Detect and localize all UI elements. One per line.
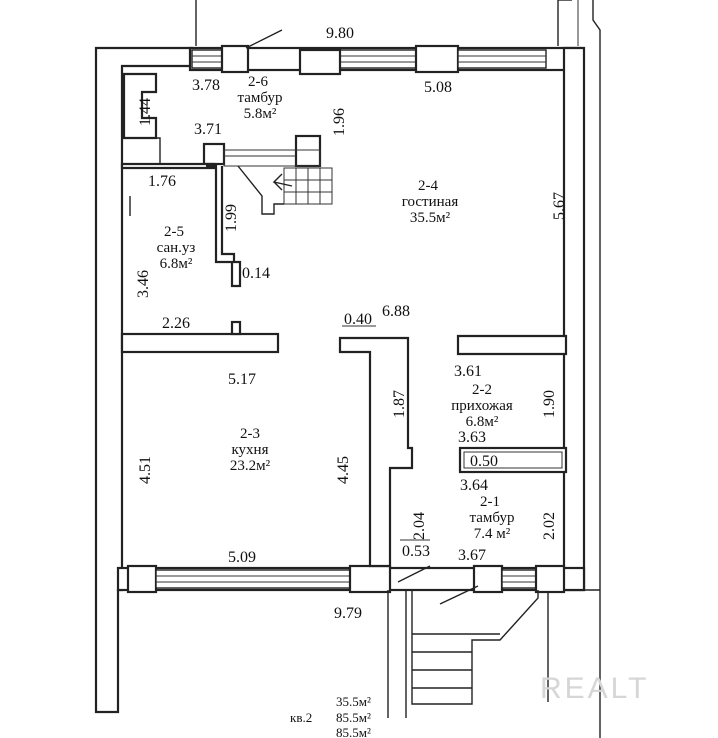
dim-hall-top: 3.61 xyxy=(454,363,482,380)
room-2-2-label: 2-2 прихожая 6.8м² xyxy=(451,382,513,430)
room-2-5-label: 2-5 сан.уз 6.8м² xyxy=(157,224,196,272)
dim-entry-notch: 0.53 xyxy=(402,543,430,560)
room-2-4-label: 2-4 гостиная 35.5м² xyxy=(402,178,459,226)
room-id: 2-2 xyxy=(472,382,492,398)
room-id: 2-6 xyxy=(248,74,268,90)
room-2-1-label: 2-1 тамбур 7.4 м² xyxy=(470,494,515,542)
room-area: 6.8м² xyxy=(160,256,193,272)
vestibule-walls xyxy=(120,72,322,170)
entrance-stairs xyxy=(387,590,539,718)
room-name: кухня xyxy=(231,442,268,458)
dim-hall-height: 1.90 xyxy=(541,390,558,418)
watermark: REALT xyxy=(540,672,649,705)
dim-vestibule-top: 3.78 xyxy=(192,77,220,94)
dim-vestibule-height: 1.44 xyxy=(137,98,154,126)
dim-living-height: 5.67 xyxy=(551,192,568,220)
room-area: 5.8м² xyxy=(244,106,277,122)
room-area: 7.4 м² xyxy=(474,526,511,542)
dim-vestibule-bottom: 3.71 xyxy=(194,121,222,138)
dim-top-overall: 9.80 xyxy=(326,25,354,42)
dim-entry-left: 2.04 xyxy=(411,512,428,540)
summary-label: кв.2 xyxy=(290,710,312,725)
room-2-3-label: 2-3 кухня 23.2м² xyxy=(230,426,271,474)
room-name: прихожая xyxy=(451,398,513,414)
dim-kitchen-top: 5.17 xyxy=(228,371,256,388)
dim-bath-height: 3.46 xyxy=(135,270,152,298)
bathroom-walls xyxy=(120,164,280,354)
dim-hall-corridor: 1.87 xyxy=(391,390,408,418)
room-id: 2-5 xyxy=(164,224,184,240)
dim-bath-top: 1.76 xyxy=(148,173,176,190)
room-id: 2-3 xyxy=(240,426,260,442)
hall-walls xyxy=(456,334,568,474)
central-partitions xyxy=(338,336,414,568)
dim-hall-bottom: 3.63 xyxy=(458,429,486,446)
dim-bath-wall: 1.99 xyxy=(223,204,240,232)
dim-bath-notch: 0.14 xyxy=(242,265,270,282)
room-2-6-label: 2-6 тамбур 5.8м² xyxy=(238,74,283,122)
dim-partition: 0.40 xyxy=(344,311,372,328)
room-name: гостиная xyxy=(402,194,459,210)
room-name: сан.уз xyxy=(157,240,196,256)
room-name: тамбур xyxy=(470,510,515,526)
dim-top-window: 5.08 xyxy=(424,79,452,96)
dim-bottom-overall: 9.79 xyxy=(334,605,362,622)
area-summary: 35.5м² кв.2 85.5м² 85.5м² xyxy=(290,694,371,738)
dimension-labels: 9.80 5.08 3.78 1.44 3.71 1.96 5.67 1.76 … xyxy=(135,25,568,622)
dim-living-width: 6.88 xyxy=(382,303,410,320)
dim-kitchen-right: 4.45 xyxy=(335,456,352,484)
dim-stair-gap: 1.96 xyxy=(331,108,348,136)
dim-bath-bottom: 2.26 xyxy=(162,315,190,332)
room-name: тамбур xyxy=(238,90,283,106)
bottom-windows xyxy=(126,564,566,605)
room-id: 2-1 xyxy=(480,494,500,510)
dim-closet: 0.50 xyxy=(470,453,498,470)
summary-total-area: 85.5м² xyxy=(336,710,371,725)
room-area: 6.8м² xyxy=(466,414,499,430)
internal-stair xyxy=(223,149,333,215)
room-id: 2-4 xyxy=(418,178,438,194)
dim-entry-top: 3.64 xyxy=(460,477,488,494)
dim-kitchen-bottom: 5.09 xyxy=(228,549,256,566)
dim-entry-right: 2.02 xyxy=(541,512,558,540)
dim-kitchen-left: 4.51 xyxy=(137,456,154,484)
summary-total-area-repeat: 85.5м² xyxy=(336,725,371,738)
room-area: 23.2м² xyxy=(230,458,271,474)
top-windows xyxy=(191,29,547,76)
dim-entry-bottom: 3.67 xyxy=(458,547,486,564)
summary-living-area: 35.5м² xyxy=(336,694,371,709)
room-area: 35.5м² xyxy=(410,210,451,226)
